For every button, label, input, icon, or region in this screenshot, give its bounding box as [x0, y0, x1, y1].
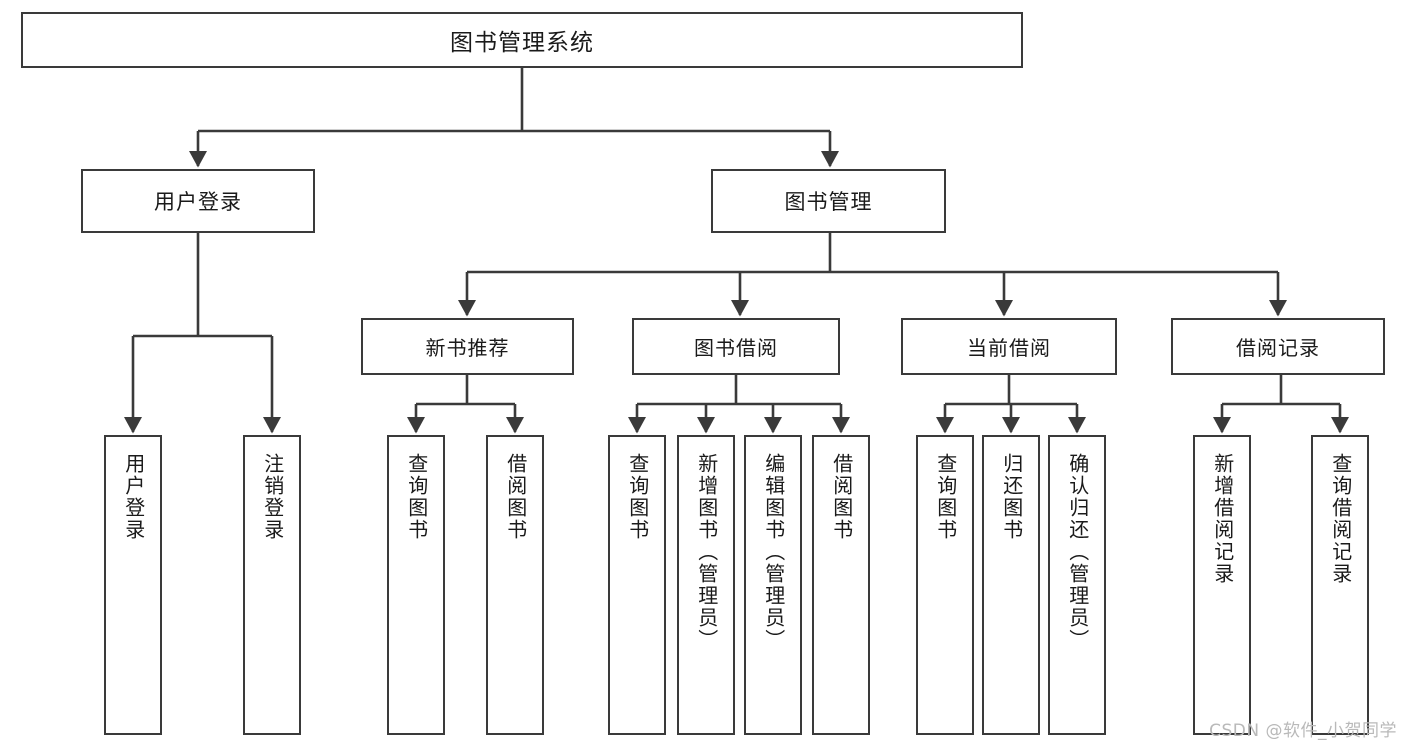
node-label: 新书推荐: [425, 336, 510, 360]
node-label: 借阅记录: [1236, 336, 1320, 360]
node-current-borrowing[interactable]: 当前借阅: [901, 318, 1117, 375]
leaf-edit-book-admin[interactable]: 编辑图书（管理员）: [744, 435, 802, 735]
node-book-borrowing[interactable]: 图书借阅: [632, 318, 840, 375]
node-label: 查询借阅记录: [1328, 453, 1353, 585]
leaf-query-borrow-record[interactable]: 查询借阅记录: [1311, 435, 1369, 735]
node-borrow-records[interactable]: 借阅记录: [1171, 318, 1385, 375]
node-label: 图书管理: [784, 190, 873, 214]
node-label: 确认归还（管理员）: [1065, 453, 1090, 651]
leaf-borrow-books[interactable]: 借阅图书: [812, 435, 870, 735]
node-label: 新增借阅记录: [1210, 453, 1235, 585]
leaf-confirm-return-admin[interactable]: 确认归还（管理员）: [1048, 435, 1106, 735]
node-label: 当前借阅: [967, 336, 1051, 360]
node-user-login[interactable]: 用户登录: [81, 169, 315, 233]
leaf-query-books-borrow[interactable]: 查询图书: [608, 435, 666, 735]
leaf-query-books-new[interactable]: 查询图书: [387, 435, 445, 735]
leaf-return-books[interactable]: 归还图书: [982, 435, 1040, 735]
node-label: 图书管理系统: [450, 30, 594, 56]
node-label: 查询图书: [625, 453, 650, 541]
csdn-watermark: CSDN @软件_小贺同学: [1209, 721, 1397, 741]
node-label: 编辑图书（管理员）: [761, 453, 786, 651]
node-label: 查询图书: [404, 453, 429, 541]
node-label: 借阅图书: [829, 453, 854, 541]
node-label: 归还图书: [999, 453, 1024, 541]
leaf-add-borrow-record[interactable]: 新增借阅记录: [1193, 435, 1251, 735]
leaf-query-books-current[interactable]: 查询图书: [916, 435, 974, 735]
node-label: 用户登录: [154, 190, 242, 214]
leaf-add-book-admin[interactable]: 新增图书（管理员）: [677, 435, 735, 735]
node-label: 新增图书（管理员）: [694, 453, 719, 651]
node-label: 借阅图书: [503, 453, 528, 541]
node-label: 查询图书: [933, 453, 958, 541]
leaf-logout[interactable]: 注销登录: [243, 435, 301, 735]
node-book-management[interactable]: 图书管理: [711, 169, 946, 233]
leaf-user-login[interactable]: 用户登录: [104, 435, 162, 735]
node-label: 注销登录: [260, 453, 285, 541]
node-label: 图书借阅: [694, 336, 778, 360]
node-root-book-management-system[interactable]: 图书管理系统: [21, 12, 1023, 68]
leaf-borrow-books-new[interactable]: 借阅图书: [486, 435, 544, 735]
node-label: 用户登录: [121, 453, 146, 541]
node-new-book-recommendation[interactable]: 新书推荐: [361, 318, 574, 375]
